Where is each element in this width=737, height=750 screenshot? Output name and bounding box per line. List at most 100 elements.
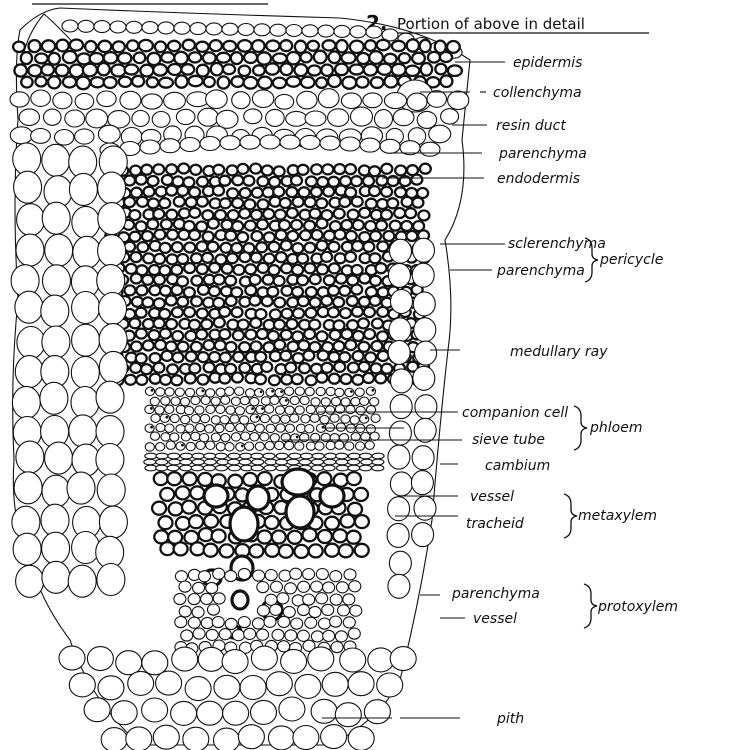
phloem-cell (261, 397, 270, 405)
cambium-cell (372, 459, 384, 465)
sclerenchyma-cell (178, 230, 189, 240)
endodermis-cell (200, 137, 220, 151)
phloem-cell (246, 389, 255, 397)
label-parenchyma-cortex: parenchyma (498, 146, 587, 162)
phloem-cell (280, 397, 289, 405)
tissue-drawing (10, 8, 470, 750)
pith-cell (111, 701, 137, 725)
sclerenchyma-cell (351, 285, 362, 295)
cambium-cell (191, 465, 203, 471)
sclerenchyma-cell (166, 164, 177, 174)
sclerenchyma-cell (334, 362, 345, 372)
ray-cell (390, 472, 412, 496)
companion-cell-dot (181, 444, 184, 447)
sclerenchyma-cell (126, 264, 137, 274)
sclerenchyma-cell (270, 309, 281, 319)
tracheid-cell (220, 544, 234, 557)
phloem-cell (211, 397, 220, 405)
tracheid-cell (189, 515, 203, 528)
sclerenchyma-cell (286, 187, 297, 197)
sclerenchyma-cell (352, 241, 363, 251)
sclerenchyma-cell (184, 263, 195, 273)
sclerenchyma-cell (293, 353, 304, 363)
cambium-cell (348, 465, 360, 471)
sclerenchyma-cell (275, 210, 286, 220)
sclerenchyma-cell (285, 363, 296, 373)
cambium-cell (167, 465, 179, 471)
companion-cell-dot (256, 416, 259, 419)
sclerenchyma-cell (213, 186, 224, 196)
phloem-cell (281, 415, 290, 423)
ray-cell (412, 263, 434, 287)
sclerenchyma-cell (261, 362, 272, 372)
pith-cell (87, 647, 113, 671)
sclerenchyma-cell (147, 219, 158, 229)
phloem-cell (366, 406, 375, 414)
xylem-parenchyma-cell (188, 594, 200, 605)
sclerenchyma-cell (166, 296, 177, 306)
cortex-cell (75, 93, 94, 109)
sclerenchyma-cell (352, 375, 363, 385)
phloem-cell (310, 414, 319, 422)
label-tracheid: tracheid (466, 516, 524, 532)
sclerenchyma-cell (365, 221, 376, 231)
cortex-cell (286, 111, 307, 126)
sclerenchyma-cell (124, 197, 135, 207)
sclerenchyma-cell (281, 330, 292, 340)
pith-cell (126, 727, 152, 750)
sclerenchyma-cell (263, 187, 274, 197)
sclerenchyma-cell (324, 231, 335, 241)
sclerenchyma-cell (318, 351, 329, 361)
sclerenchyma-cell (142, 275, 153, 285)
cortex-cell (31, 129, 51, 144)
sclerenchyma-cell (282, 286, 293, 296)
pith-cell (214, 728, 240, 750)
collenchyma-cell (168, 41, 180, 51)
sclerenchyma-cell (243, 176, 254, 186)
phloem-cell (211, 433, 220, 441)
cortex-cell (252, 90, 273, 108)
sclerenchyma-cell (292, 287, 303, 297)
tracheid-cell (354, 488, 368, 501)
phloem-cell (275, 388, 284, 396)
sclerenchyma-cell (174, 197, 185, 207)
sclerenchyma-cell (346, 231, 357, 241)
tracheid-cell (272, 531, 286, 544)
sclerenchyma-cell (202, 253, 213, 263)
phloem-cell (360, 415, 369, 423)
phloem-cell (260, 414, 269, 422)
sclerenchyma-cell (317, 219, 328, 229)
tracheid-cell (288, 531, 302, 544)
label-cambium: cambium (485, 458, 550, 474)
phloem-cell (205, 425, 214, 433)
xylem-parenchyma-cell (257, 582, 269, 593)
parenchyma-cell (71, 387, 99, 419)
collenchyma-cell (231, 52, 243, 64)
sclerenchyma-cell (214, 318, 225, 328)
companion-cell-dot (280, 390, 283, 393)
phloem-cell (235, 407, 244, 415)
sclerenchyma-cell (255, 352, 266, 362)
xylem-parenchyma-cell (206, 629, 218, 640)
phloem-cell (326, 387, 335, 395)
sclerenchyma-cell (334, 209, 345, 219)
sclerenchyma-cell (377, 176, 388, 186)
phloem-cell (221, 433, 230, 441)
sclerenchyma-cell (238, 320, 249, 330)
sclerenchyma-cell (274, 340, 285, 350)
ray-cell (391, 290, 413, 314)
collenchyma-cell (13, 42, 25, 52)
sclerenchyma-cell (177, 254, 188, 264)
sclerenchyma-cell (324, 275, 335, 285)
sclerenchyma-cell (369, 166, 380, 176)
sclerenchyma-cell (189, 208, 200, 218)
sclerenchyma-cell (143, 341, 154, 351)
parenchyma-cell (14, 472, 42, 504)
xylem-parenchyma-cell (257, 605, 269, 616)
sclerenchyma-cell (276, 230, 287, 240)
pith-cell (223, 701, 249, 725)
sclerenchyma-cell (185, 374, 196, 384)
pith-cell (153, 725, 179, 749)
collenchyma-cell (369, 51, 383, 64)
sclerenchyma-cell (149, 330, 160, 340)
